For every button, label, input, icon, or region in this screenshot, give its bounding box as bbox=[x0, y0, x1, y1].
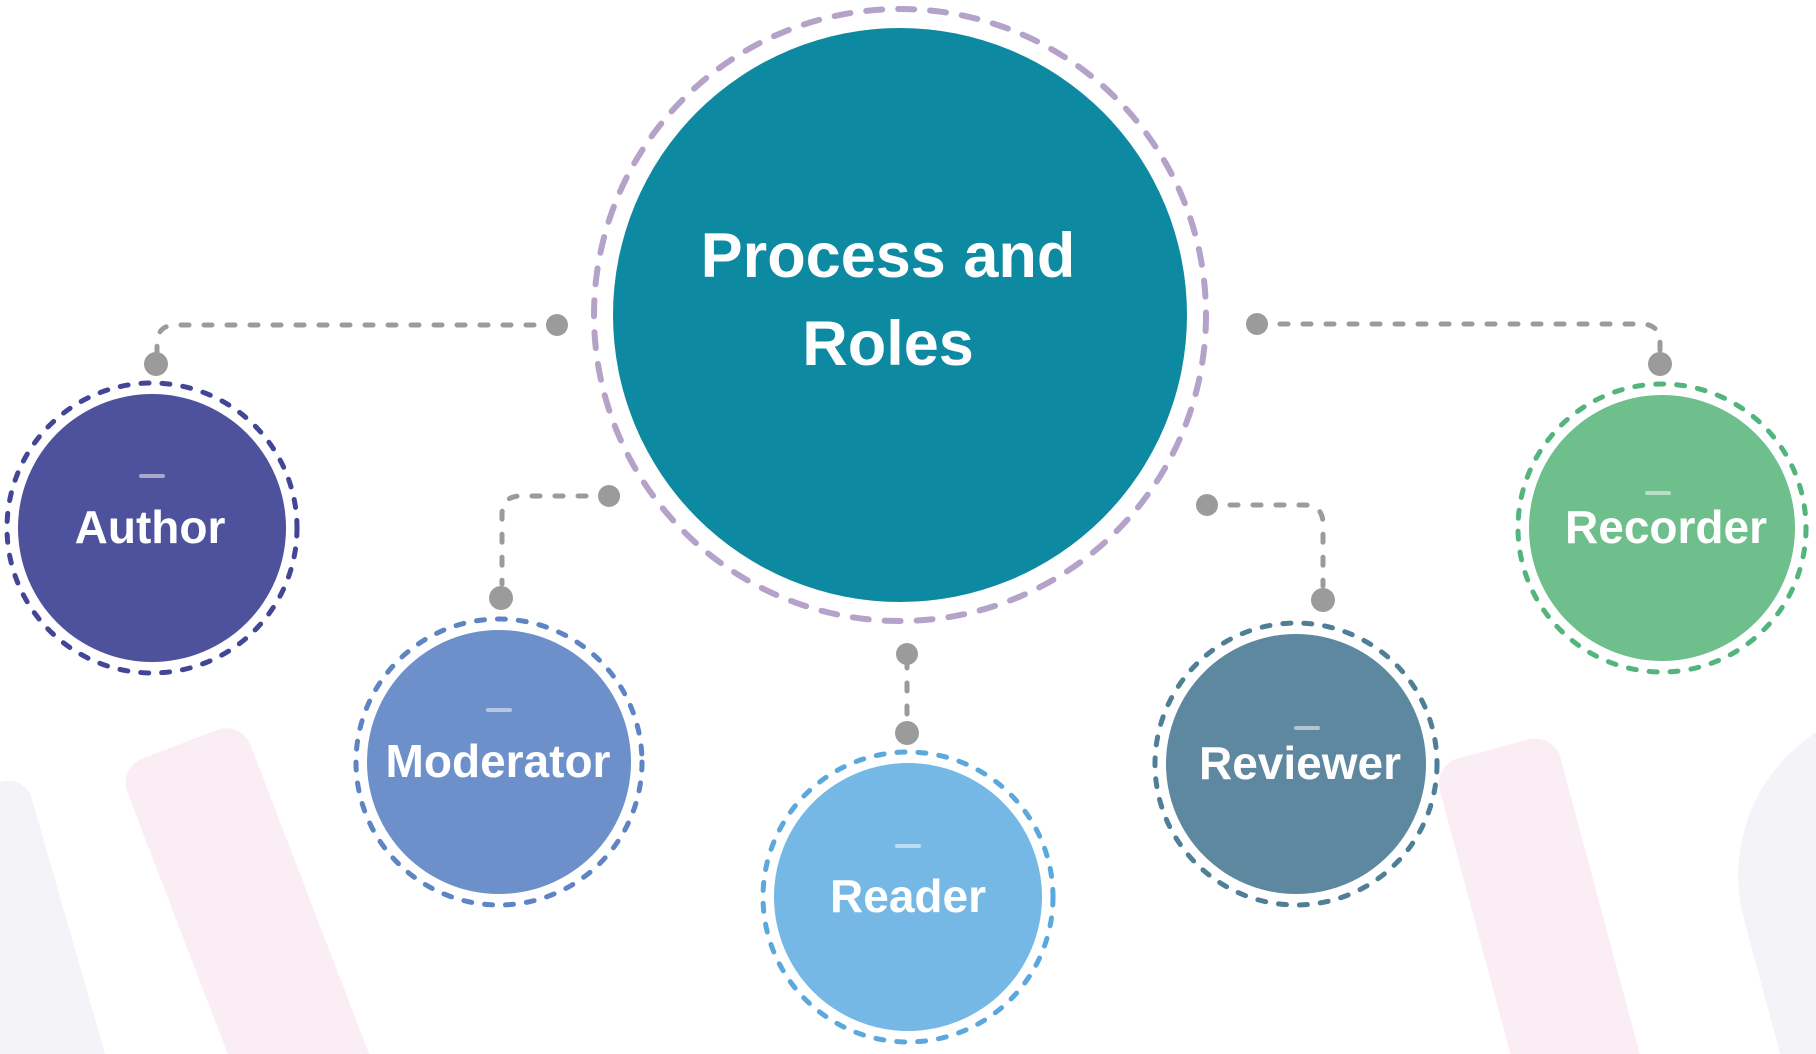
central-node-label-line2: Roles bbox=[802, 309, 974, 379]
connector-moderator bbox=[499, 493, 612, 587]
connector-recorder bbox=[1254, 321, 1663, 355]
connector-reader-end-dot bbox=[895, 721, 919, 745]
node-author-ring bbox=[4, 380, 300, 676]
node-reader-label: Reader bbox=[830, 870, 986, 922]
connectors bbox=[144, 313, 1672, 745]
node-reviewer-circle bbox=[1166, 634, 1426, 894]
node-recorder-label: Recorder bbox=[1565, 501, 1767, 553]
node-moderator: Moderator bbox=[353, 616, 645, 908]
watermark-pink-bar-right bbox=[1438, 738, 1662, 1054]
central-node: Process and Roles bbox=[591, 6, 1209, 624]
watermark-gray-bar-left bbox=[0, 780, 138, 1054]
node-reader-circle bbox=[774, 763, 1042, 1031]
node-reader-ring bbox=[760, 749, 1056, 1045]
watermark-letter-shape-right bbox=[1738, 684, 1816, 1054]
connector-reader-start-dot bbox=[896, 643, 918, 665]
node-author-sparkle-mark bbox=[139, 474, 165, 478]
central-node-ring bbox=[591, 6, 1209, 624]
node-moderator-sparkle-mark bbox=[486, 708, 512, 712]
node-reviewer-label: Reviewer bbox=[1199, 737, 1401, 789]
central-node-label-line1: Process and bbox=[701, 221, 1076, 291]
node-recorder-circle bbox=[1529, 395, 1795, 661]
node-moderator-circle bbox=[367, 630, 631, 894]
connector-moderator-start-dot bbox=[598, 485, 620, 507]
node-author: Author bbox=[4, 380, 300, 676]
connector-recorder-start-dot bbox=[1246, 313, 1268, 335]
node-author-label: Author bbox=[75, 501, 226, 553]
node-recorder: Recorder bbox=[1515, 381, 1809, 675]
connector-author-start-dot bbox=[546, 314, 568, 336]
node-recorder-sparkle-mark bbox=[1645, 491, 1671, 495]
node-recorder-ring bbox=[1515, 381, 1809, 675]
node-author-circle bbox=[18, 394, 286, 662]
watermark-shapes bbox=[0, 684, 1816, 1054]
connector-moderator-end-dot bbox=[489, 586, 513, 610]
connector-author-end-dot bbox=[144, 352, 168, 376]
node-reader: Reader bbox=[760, 749, 1056, 1045]
connector-reviewer-end-dot bbox=[1311, 588, 1335, 612]
central-node-circle bbox=[613, 28, 1187, 602]
connector-reviewer bbox=[1204, 502, 1326, 589]
watermark-pink-bar-left bbox=[125, 728, 392, 1054]
node-reader-sparkle-mark bbox=[895, 844, 921, 848]
connector-author bbox=[154, 322, 560, 355]
node-moderator-label: Moderator bbox=[386, 735, 611, 787]
node-moderator-ring bbox=[353, 616, 645, 908]
node-reviewer-ring bbox=[1152, 620, 1440, 908]
connector-recorder-end-dot bbox=[1648, 352, 1672, 376]
node-reviewer: Reviewer bbox=[1152, 620, 1440, 908]
connector-reviewer-start-dot bbox=[1196, 494, 1218, 516]
node-reviewer-sparkle-mark bbox=[1294, 726, 1320, 730]
